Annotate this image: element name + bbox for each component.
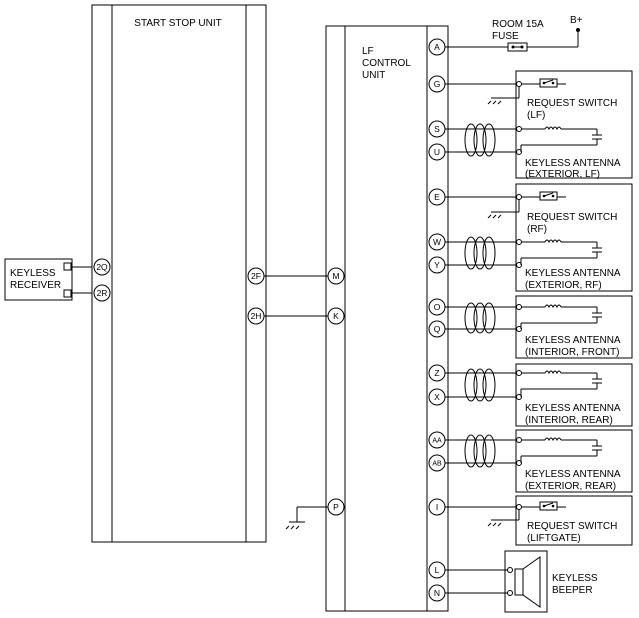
svg-text:Q: Q — [434, 324, 441, 334]
svg-text:S: S — [434, 124, 440, 134]
svg-text:(INTERIOR, REAR): (INTERIOR, REAR) — [525, 415, 613, 426]
block-int-front: O Q KEYLESS ANTENNA (INTERIOR, FRONT) — [428, 295, 633, 359]
power-label: B+ — [570, 15, 583, 26]
component-sublabel: (LF) — [527, 110, 545, 121]
svg-text:KEYLESS ANTENNA: KEYLESS ANTENNA — [525, 335, 621, 346]
fuse-label-2: FUSE — [492, 31, 519, 42]
block-rf: E REQUEST SWITCH (RF) W Y — [428, 183, 633, 292]
keyless-receiver-label-2: RECEIVER — [10, 280, 61, 291]
lf-control-unit-title-1: LF — [362, 46, 374, 57]
svg-text:K: K — [333, 311, 339, 321]
svg-text:Z: Z — [434, 368, 439, 378]
block-lf: G REQUEST SWITCH (LF) S U — [428, 70, 633, 180]
pin-2r — [93, 284, 111, 302]
svg-text:KEYLESS ANTENNA: KEYLESS ANTENNA — [525, 403, 621, 414]
lf-control-unit: LF CONTROL UNIT — [325, 25, 449, 612]
keyless-beeper: L N KEYLESS BEEPER — [428, 550, 598, 613]
svg-text:2R: 2R — [97, 288, 108, 298]
svg-text:(EXTERIOR, LF): (EXTERIOR, LF) — [525, 169, 600, 180]
block-liftgate: I REQUEST SWITCH (LIFTGATE) — [428, 495, 633, 546]
svg-text:(LIFTGATE): (LIFTGATE) — [527, 533, 581, 544]
start-stop-unit: START STOP UNIT — [91, 4, 267, 543]
keyless-receiver-label-1: KEYLESS — [10, 268, 56, 279]
ssu-to-lf-wires: 2F 2H M K — [247, 267, 345, 325]
svg-text:X: X — [434, 392, 440, 402]
svg-text:KEYLESS ANTENNA: KEYLESS ANTENNA — [525, 268, 621, 279]
fuse-label-1: ROOM 15A — [492, 19, 544, 30]
pin-k — [327, 307, 345, 325]
svg-text:O: O — [434, 302, 441, 312]
svg-text:REQUEST SWITCH: REQUEST SWITCH — [527, 521, 617, 532]
fuse-circuit: A ROOM 15A FUSE B+ — [428, 15, 583, 56]
speaker-icon — [514, 568, 524, 596]
svg-text:L: L — [435, 565, 440, 575]
svg-text:W: W — [433, 237, 441, 247]
svg-text:2F: 2F — [251, 271, 261, 281]
svg-text:AA: AA — [432, 438, 442, 445]
svg-text:M: M — [332, 271, 339, 281]
svg-text:E: E — [434, 192, 440, 202]
svg-text:A: A — [434, 42, 440, 52]
svg-text:(INTERIOR, FRONT): (INTERIOR, FRONT) — [525, 347, 619, 358]
switch-icon — [539, 78, 558, 88]
keyless-receiver: KEYLESS RECEIVER 2Q 2R — [4, 258, 111, 302]
svg-text:G: G — [434, 79, 441, 89]
svg-text:2Q: 2Q — [96, 262, 108, 272]
svg-text:(RF): (RF) — [527, 224, 547, 235]
svg-text:(EXTERIOR, RF): (EXTERIOR, RF) — [525, 280, 602, 291]
svg-text:REQUEST SWITCH: REQUEST SWITCH — [527, 212, 617, 223]
svg-text:2H: 2H — [251, 311, 262, 321]
lf-control-unit-title-3: UNIT — [362, 70, 385, 81]
pin-2q — [93, 258, 111, 276]
svg-text:KEYLESS ANTENNA: KEYLESS ANTENNA — [525, 469, 621, 480]
svg-text:KEYLESS ANTENNA: KEYLESS ANTENNA — [525, 158, 621, 169]
svg-text:(EXTERIOR, REAR): (EXTERIOR, REAR) — [525, 481, 616, 492]
svg-text:KEYLESS: KEYLESS — [552, 573, 598, 584]
svg-text:I: I — [436, 502, 438, 512]
lf-control-unit-body — [325, 25, 449, 612]
svg-text:N: N — [434, 588, 440, 598]
block-ext-rear: AA AB KEYLESS ANTENNA (EXTERIOR, REAR) — [428, 429, 633, 493]
svg-text:AB: AB — [432, 461, 442, 468]
ground-p: P — [285, 498, 345, 530]
svg-text:Y: Y — [434, 260, 440, 270]
start-stop-unit-body — [91, 4, 267, 543]
pin-m — [327, 267, 345, 285]
start-stop-unit-title: START STOP UNIT — [134, 18, 221, 29]
svg-text:U: U — [434, 147, 440, 157]
svg-text:BEEPER: BEEPER — [552, 585, 593, 596]
svg-text:P: P — [333, 502, 339, 512]
component-label: REQUEST SWITCH — [527, 98, 617, 109]
lf-control-unit-title-2: CONTROL — [362, 58, 411, 69]
block-int-rear: Z X KEYLESS ANTENNA (INTERIOR, REAR) — [428, 363, 633, 427]
